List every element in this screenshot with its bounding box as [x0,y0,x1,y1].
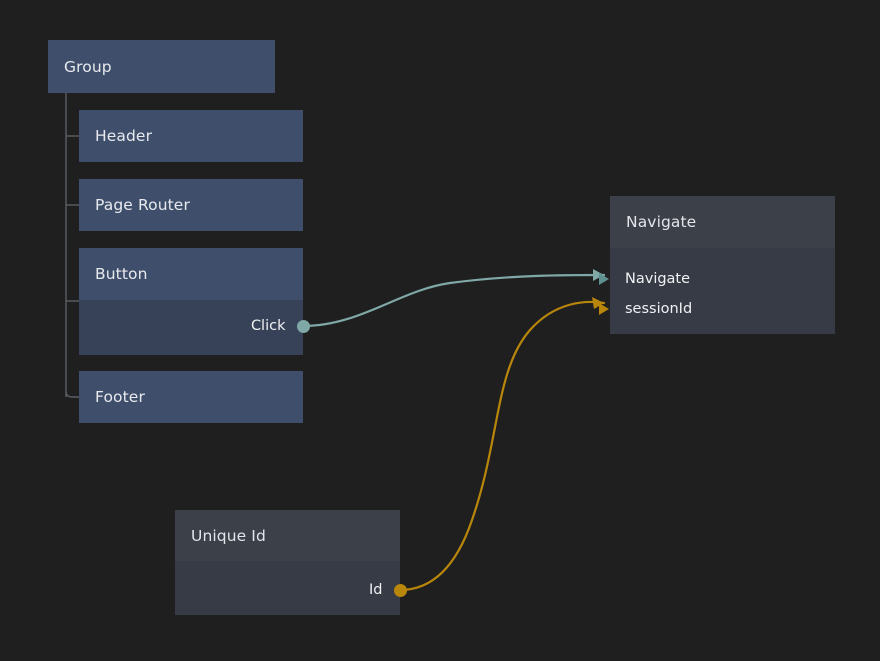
node-footer[interactable]: Footer [79,371,303,423]
node-title-page-router[interactable]: Page Router [79,179,303,231]
node-title-button[interactable]: Button [79,248,303,300]
input-port-sessionid-in[interactable]: sessionId [599,301,693,317]
connection-edge[interactable] [398,297,606,592]
port-arrow-icon [599,273,609,285]
node-title-group[interactable]: Group [48,40,275,93]
node-body-button: Click [79,300,310,355]
output-port-id-out[interactable]: Id [369,582,407,598]
node-title-navigate[interactable]: Navigate [610,196,835,248]
node-title-unique-id[interactable]: Unique Id [175,510,400,561]
port-dot-icon[interactable] [393,583,407,597]
node-body-navigate: Navigate sessionId [599,248,835,334]
edge-path[interactable] [301,273,606,328]
port-label: Navigate [625,271,691,287]
node-group[interactable]: Group [48,40,275,93]
input-port-navigate-in[interactable]: Navigate [599,271,691,287]
node-title-footer[interactable]: Footer [79,371,303,423]
node-unique-id[interactable]: Unique Id Id [175,510,407,615]
port-label: Click [250,318,286,334]
node-page-router[interactable]: Page Router [79,179,303,231]
port-label: sessionId [625,301,693,317]
node-header[interactable]: Header [79,110,303,162]
output-port-click[interactable]: Click [250,318,310,334]
tree-branch-line [65,390,79,398]
port-dot-icon[interactable] [296,319,310,333]
connection-edge[interactable] [301,269,606,328]
node-body-unique-id: Id [175,561,407,615]
port-arrow-icon [599,303,609,315]
port-label: Id [369,582,383,598]
node-title-header[interactable]: Header [79,110,303,162]
edge-path[interactable] [398,300,606,592]
